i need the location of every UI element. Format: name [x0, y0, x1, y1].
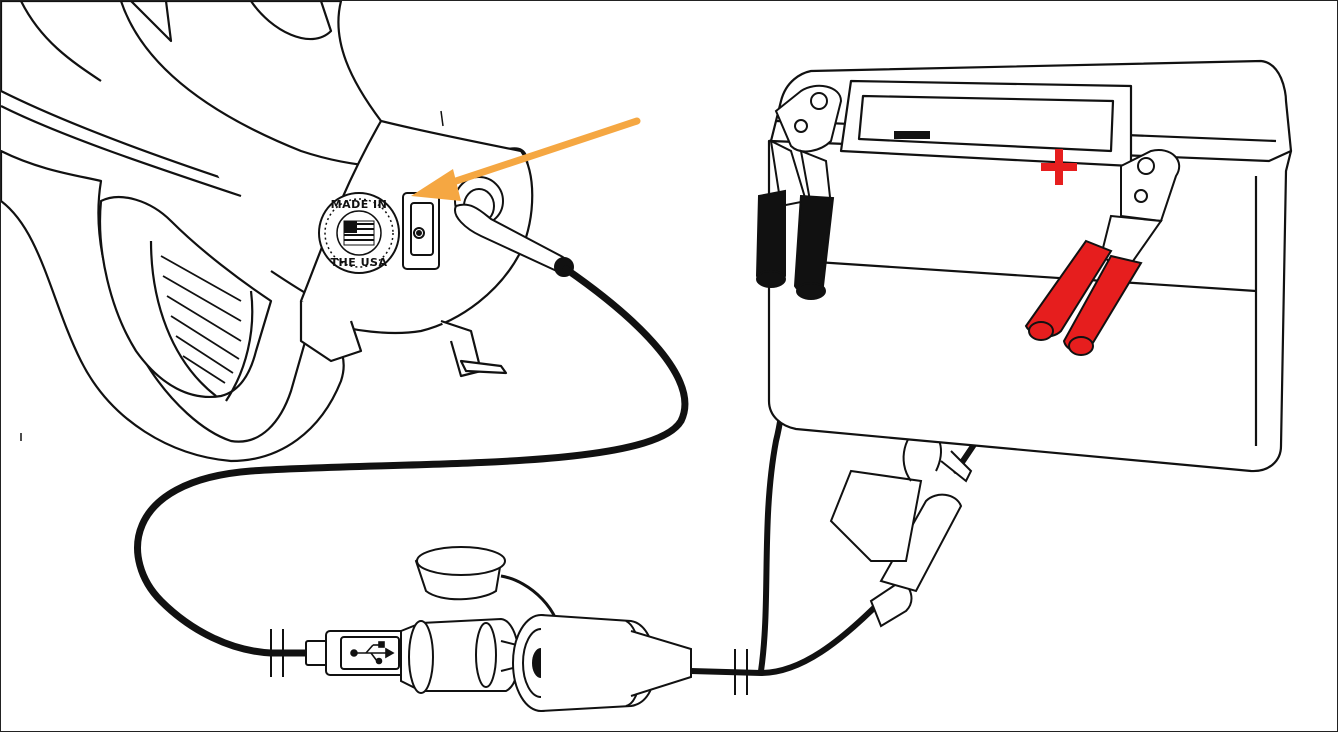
positive-clamp — [1024, 149, 1181, 356]
badge-top-text: MADE IN — [331, 198, 388, 211]
battery-negative-symbol — [894, 131, 930, 139]
cable-device-to-adapter — [134, 265, 689, 657]
badge-bottom-text: THE USA — [331, 256, 388, 269]
usb-icon — [350, 641, 395, 665]
device-body — [1, 1, 534, 463]
usb-adapter — [400, 617, 522, 694]
negative-clamp — [755, 84, 843, 300]
battery-body — [767, 59, 1293, 473]
socket-cap — [414, 546, 563, 642]
socket-adapter — [512, 614, 692, 712]
fuse-holder — [829, 427, 973, 628]
flag-icon — [343, 220, 375, 246]
battery-positive-symbol — [1041, 149, 1077, 185]
made-in-usa-badge: MADE IN THE USA — [318, 192, 400, 274]
pointer-arrow-icon — [411, 117, 641, 201]
